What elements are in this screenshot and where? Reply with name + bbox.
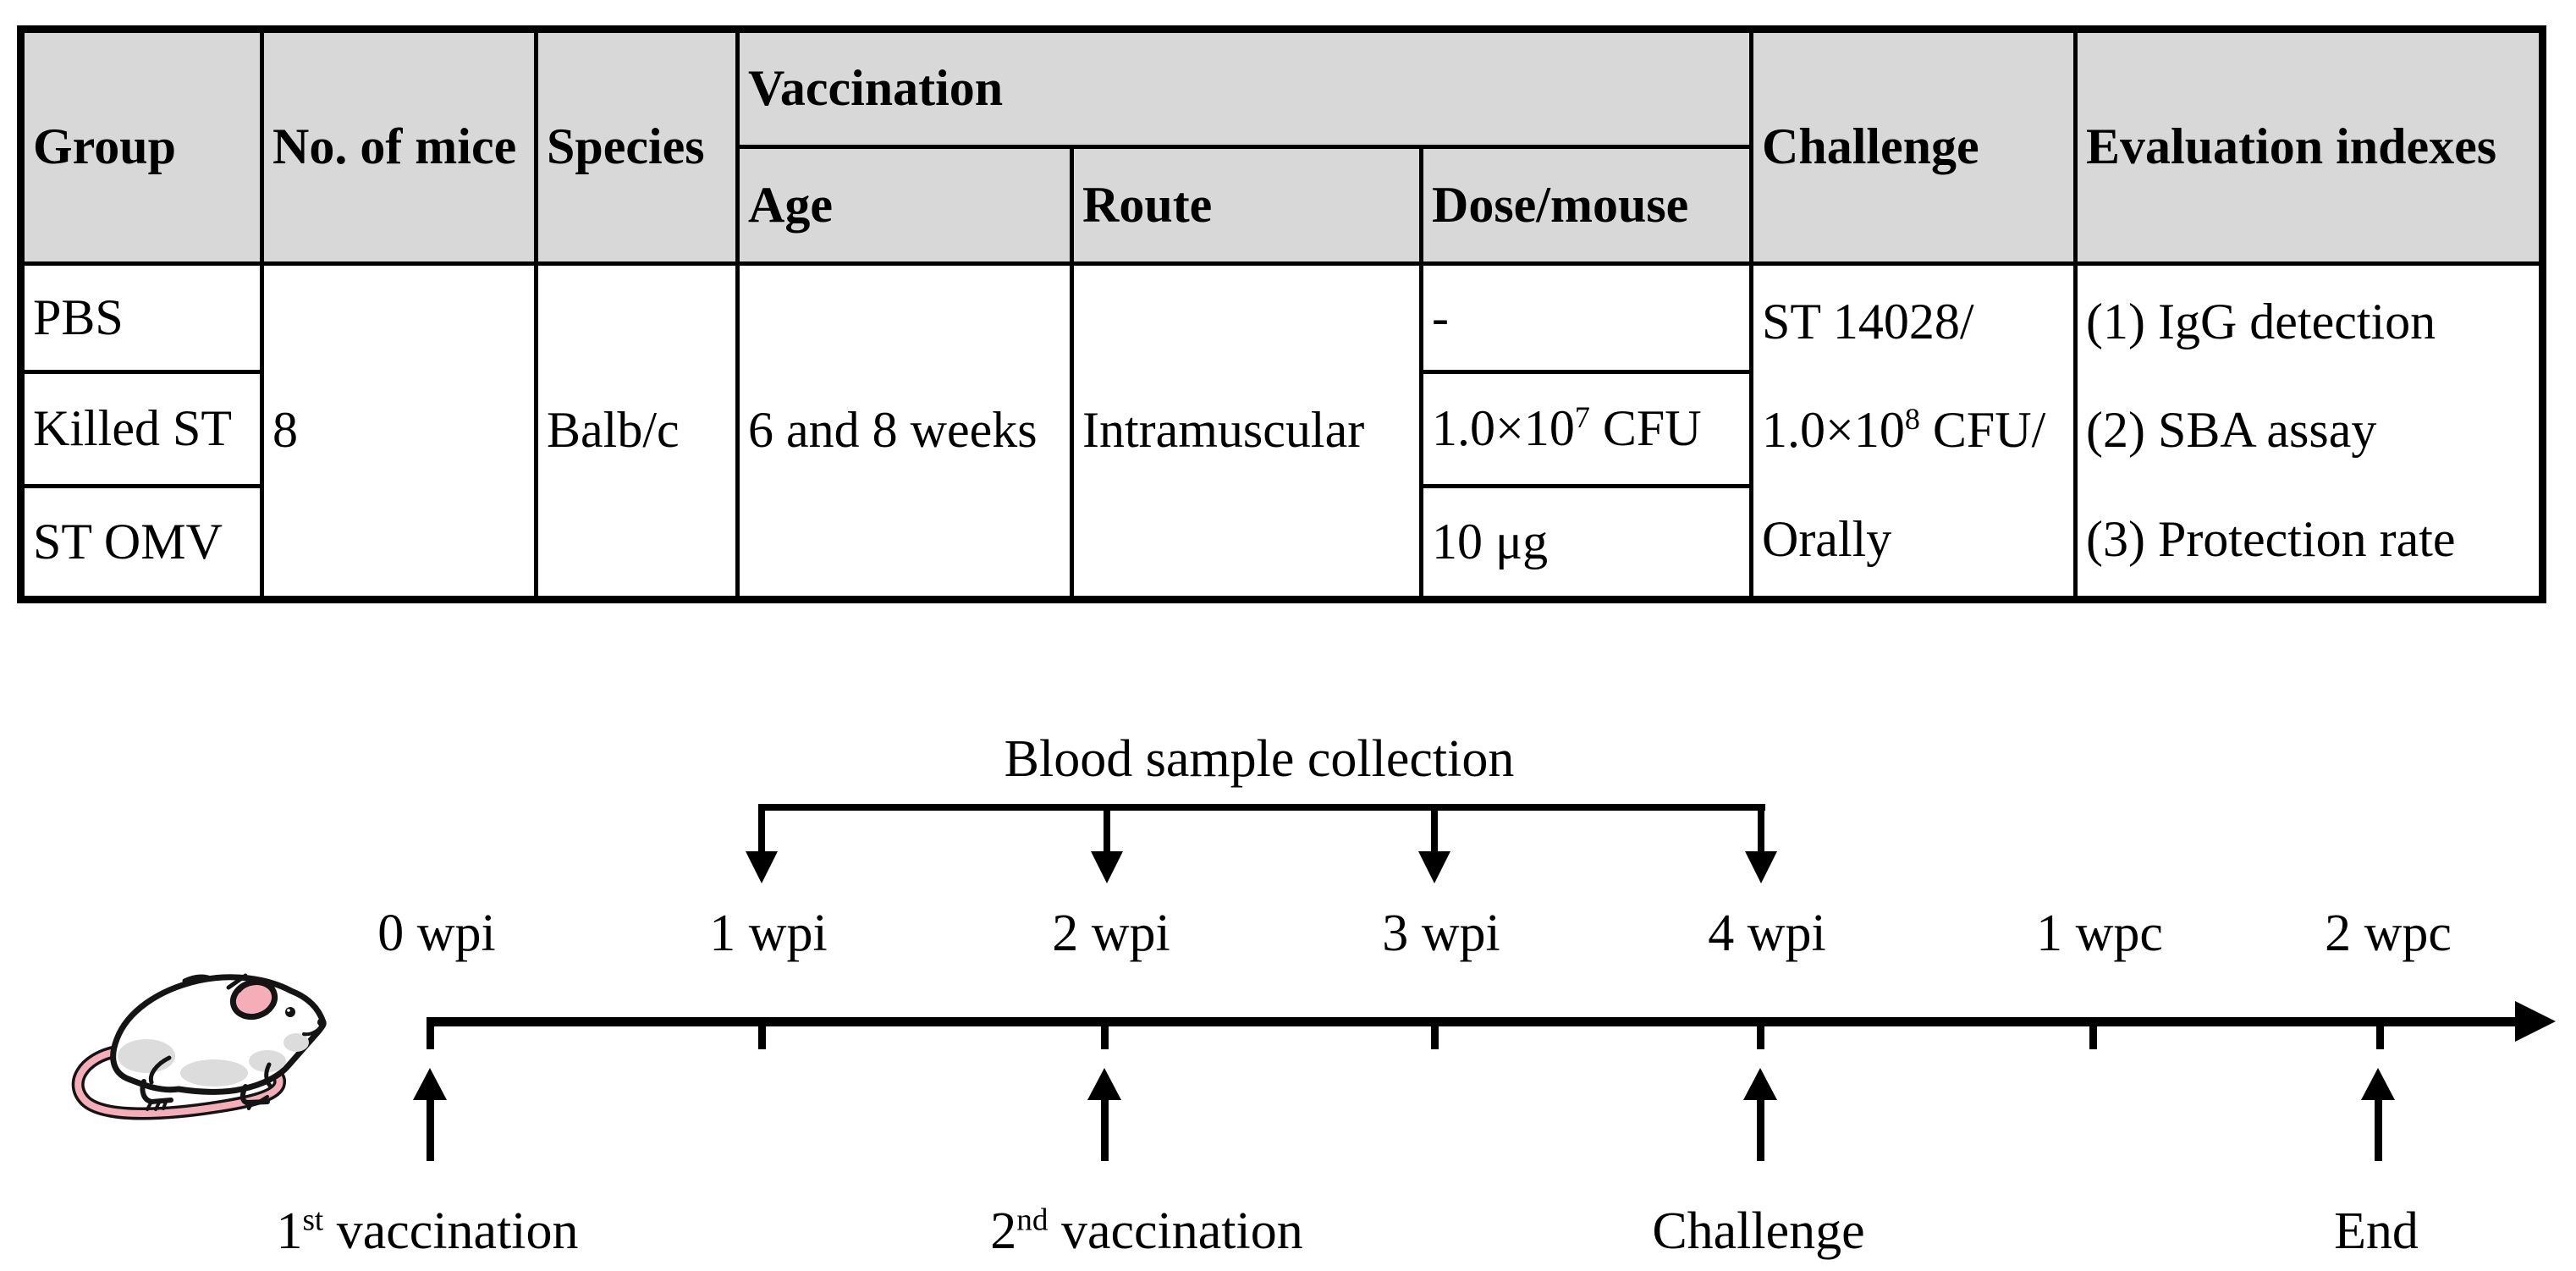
up-arrow-icon [413, 1068, 447, 1100]
header-no-of-mice: No. of mice [260, 27, 538, 266]
up-arrow-icon [2361, 1068, 2395, 1100]
down-arrow-icon [1431, 804, 1438, 853]
challenge-dose: 1.0×108 CFU/ [1762, 402, 2046, 459]
mouse-shading [118, 1039, 175, 1073]
mouse-shading [283, 1033, 309, 1052]
mouse-mouth-line [302, 1027, 321, 1037]
header-species: Species [534, 27, 740, 266]
study-design-table: Group No. of mice Species Vaccination Ch… [17, 25, 2546, 603]
down-arrow-icon [1758, 804, 1764, 853]
blood-collection-bracket [758, 804, 1765, 811]
mouse-illustration [71, 973, 327, 1120]
down-arrow-icon [1745, 851, 1777, 883]
mouse-fur-stroke [226, 973, 248, 990]
up-arrow-icon [1087, 1068, 1121, 1100]
up-arrow-icon [1743, 1068, 1777, 1100]
mouse-hind-toes [146, 1100, 168, 1111]
tick-label-1wpc: 1 wpc [2036, 905, 2163, 962]
evaluation-item-2: (2) SBA assay [2086, 402, 2377, 459]
header-age: Age [735, 145, 1074, 266]
header-route: Route [1070, 145, 1423, 266]
header-dose-mouse: Dose/mouse [1419, 145, 1753, 266]
tick-label-1wpi: 1 wpi [709, 905, 828, 962]
down-arrow-icon [758, 804, 765, 853]
cell-dose-pbs: - [1419, 261, 1753, 374]
down-arrow-icon [1091, 851, 1123, 883]
blood-sample-collection-label: Blood sample collection [1004, 730, 1515, 788]
timeline-tick [758, 1017, 766, 1049]
mouse-tail [74, 1048, 283, 1117]
event-label-challenge: Challenge [1652, 1202, 1865, 1260]
mouse-shading [249, 1050, 286, 1072]
cell-group-pbs: PBS [19, 261, 264, 374]
timeline-tick [427, 1017, 434, 1049]
down-arrow-icon [1104, 804, 1110, 853]
header-group: Group [19, 27, 264, 266]
up-arrow-icon [1101, 1098, 1109, 1161]
event-label-second-vaccination: 2nd vaccination [990, 1202, 1303, 1260]
mouse-ear-inner-line [238, 982, 271, 993]
evaluation-item-3: (3) Protection rate [2086, 510, 2456, 567]
timeline-tick [2089, 1017, 2097, 1049]
evaluation-item-1: (1) IgG detection [2086, 294, 2436, 350]
timeline-tick [1431, 1017, 1439, 1049]
mouse-eye-highlight [287, 1009, 290, 1012]
timeline-axis [427, 1017, 2518, 1026]
down-arrow-icon [746, 851, 778, 883]
tick-label-0wpi: 0 wpi [377, 905, 496, 962]
challenge-route: Orally [1762, 510, 1892, 567]
mouse-fur-stroke [182, 974, 211, 983]
cell-age: 6 and 8 weeks [735, 261, 1074, 602]
up-arrow-icon [2375, 1098, 2382, 1161]
down-arrow-icon [1418, 851, 1450, 883]
cell-dose-killed-st: 1.0×107 CFU [1419, 370, 1753, 488]
timeline-tick [1757, 1017, 1764, 1049]
cell-group-killed-st: Killed ST [19, 370, 264, 488]
header-evaluation-indexes: Evaluation indexes [2073, 27, 2545, 266]
mouse-front-leg [239, 1084, 270, 1106]
tick-label-4wpi: 4 wpi [1708, 905, 1826, 962]
cell-group-st-omv: ST OMV [19, 484, 264, 602]
event-label-first-vaccination: 1st vaccination [276, 1202, 579, 1260]
cell-challenge: ST 14028/ 1.0×108 CFU/ Orally [1749, 261, 2078, 602]
cell-no-of-mice: 8 [260, 261, 538, 602]
mouse-nose [317, 1018, 326, 1026]
tick-label-3wpi: 3 wpi [1382, 905, 1500, 962]
tick-label-2wpc: 2 wpc [2325, 905, 2452, 962]
up-arrow-icon [1757, 1098, 1764, 1161]
mouse-front-toes [247, 1095, 269, 1110]
timeline-tick [1101, 1017, 1109, 1049]
tick-label-2wpi: 2 wpi [1052, 905, 1170, 962]
cell-evaluation-indexes: (1) IgG detection (2) SBA assay (3) Prot… [2073, 261, 2545, 602]
mouse-haunch-line [148, 1055, 172, 1085]
up-arrow-icon [427, 1098, 434, 1161]
header-challenge: Challenge [1749, 27, 2078, 266]
mouse-shading [180, 1059, 248, 1087]
challenge-strain: ST 14028/ [1762, 294, 1974, 350]
event-label-end: End [2334, 1202, 2419, 1260]
cell-dose-st-omv: 10 μg [1419, 484, 1753, 602]
cell-route: Intramuscular [1070, 261, 1423, 602]
cell-species: Balb/c [534, 261, 740, 602]
mouse-eye [285, 1007, 295, 1017]
timeline-arrowhead-icon [2515, 1001, 2556, 1042]
header-vaccination: Vaccination [735, 27, 1753, 149]
mouse-shoulder-line [264, 1062, 272, 1088]
timeline-tick [2376, 1017, 2384, 1049]
